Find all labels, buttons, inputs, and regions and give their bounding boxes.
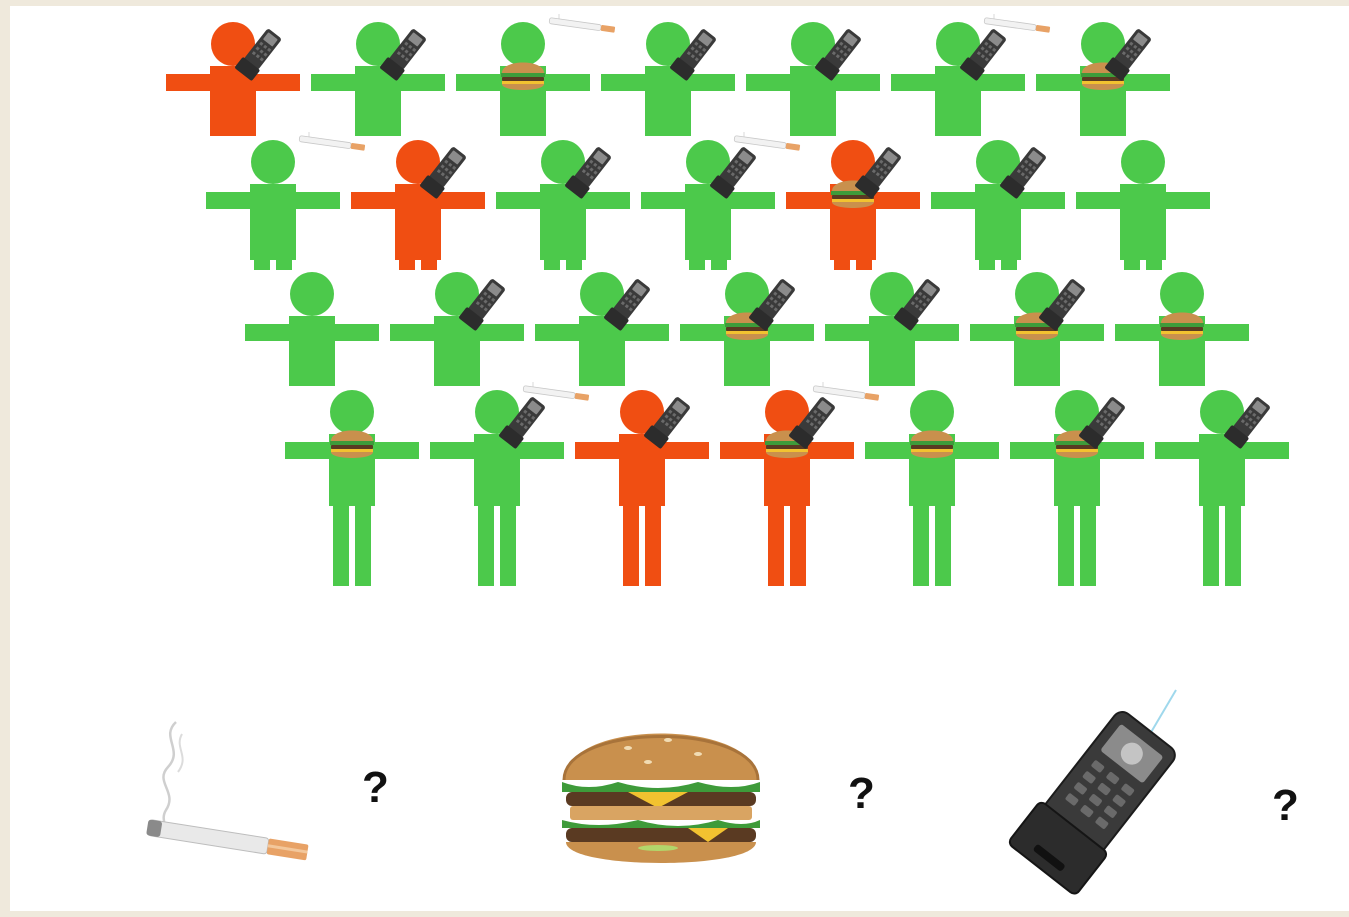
burger-icon: [500, 58, 546, 92]
burger-legend-icon: [558, 708, 764, 872]
person-figure-healthy: [311, 18, 447, 142]
people-grid: [166, 14, 1291, 588]
phone-icon: [810, 26, 868, 82]
phone-icon: [1034, 276, 1092, 332]
person-figure-healthy: [496, 136, 632, 272]
phone-icon: [639, 394, 697, 450]
phone-icon: [454, 276, 512, 332]
person-figure-healthy: [245, 268, 381, 392]
burger-icon: [1159, 308, 1205, 342]
phone-icon: [1100, 26, 1158, 82]
person-figure-healthy: [206, 136, 342, 272]
person-figure-healthy: [641, 136, 777, 272]
person-figure-healthy: [430, 386, 566, 588]
person-figure-healthy: [456, 18, 592, 142]
person-figure-sick: [522, 382, 711, 588]
person-figure-healthy: [285, 386, 421, 588]
phone-icon: [889, 276, 947, 332]
person-figure-healthy: [1010, 386, 1146, 588]
phone-icon: [415, 144, 473, 200]
phone-icon: [560, 144, 618, 200]
cigarette-question-mark: ?: [362, 763, 389, 812]
phone-icon: [375, 26, 433, 82]
person-figure-healthy: [931, 136, 1067, 272]
person-figure-sick: [733, 132, 922, 272]
phone-icon: [599, 276, 657, 332]
cigarette-icon: [545, 12, 617, 34]
phone-legend-icon: [1000, 686, 1200, 898]
phone-icon: [995, 144, 1053, 200]
burger-icon: [1080, 58, 1126, 92]
phone-icon: [744, 276, 802, 332]
burger-icon: [329, 426, 375, 460]
phone-icon: [230, 26, 288, 82]
person-figure-healthy: [390, 268, 526, 392]
person-figure-healthy: [746, 18, 882, 142]
person-figure-healthy: [825, 268, 961, 392]
phone-icon: [705, 144, 763, 200]
person-figure-healthy: [1115, 268, 1251, 392]
burger-icon: [909, 426, 955, 460]
burger-question-mark: ?: [848, 769, 875, 818]
person-figure-sick: [720, 386, 856, 588]
person-figure-sick: [166, 18, 302, 142]
phone-icon: [494, 394, 552, 450]
phone-icon: [1074, 394, 1132, 450]
phone-question-mark: ?: [1272, 781, 1299, 830]
cigarette-icon: [809, 380, 881, 402]
cigarette-icon: [519, 380, 591, 402]
cigarette-legend-icon: [138, 712, 318, 872]
person-figure-healthy: [812, 382, 1001, 588]
cigarette-icon: [730, 130, 802, 152]
cigarette-icon: [980, 12, 1052, 34]
person-figure-healthy: [983, 14, 1172, 142]
person-figure-healthy: [1155, 386, 1291, 588]
phone-icon: [784, 394, 842, 450]
person-figure-healthy: [1076, 136, 1212, 272]
person-figure-healthy: [891, 18, 1027, 142]
phone-icon: [850, 144, 908, 200]
phone-icon: [1219, 394, 1277, 450]
person-figure-healthy: [680, 268, 816, 392]
person-figure-healthy: [535, 268, 671, 392]
person-figure-healthy: [548, 14, 737, 142]
phone-icon: [955, 26, 1013, 82]
person-figure-healthy: [970, 268, 1106, 392]
cigarette-icon: [295, 130, 367, 152]
person-figure-sick: [298, 132, 487, 272]
phone-icon: [665, 26, 723, 82]
